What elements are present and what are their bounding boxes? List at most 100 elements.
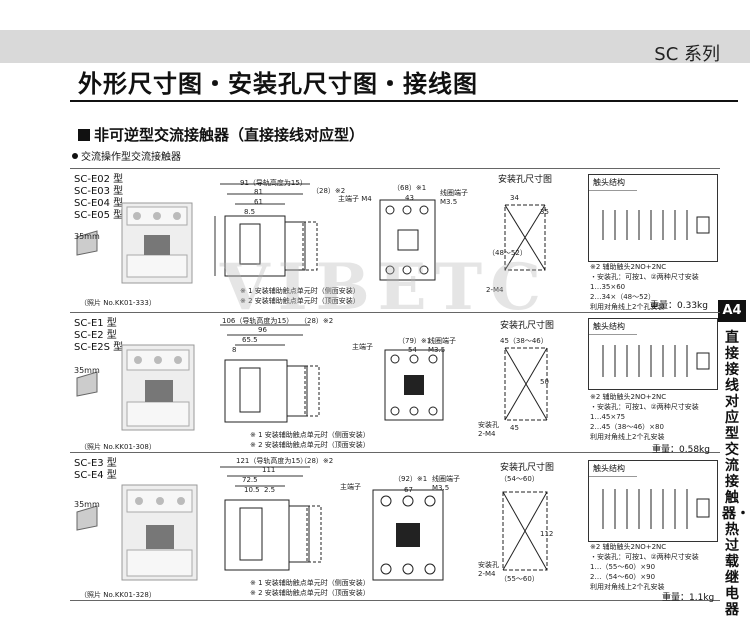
model-name: SC-E04 型 xyxy=(74,198,124,209)
install-item: ・安装孔：可按1、②两种尺寸安装 xyxy=(590,273,699,281)
model-name: SC-E2S 型 xyxy=(74,342,124,353)
dim-label: 2-M4 xyxy=(486,286,504,294)
photo-caption: （照片 No.KK01-308） xyxy=(80,443,156,451)
dim-label: 50 xyxy=(540,378,549,386)
rail-label: 35mm xyxy=(74,366,100,375)
dim-label: 35 xyxy=(540,208,549,216)
row-divider xyxy=(70,452,720,453)
header-band xyxy=(0,30,750,63)
install-item: 1…35×60 xyxy=(590,283,626,291)
page-title: 外形尺寸图・安装孔尺寸图・接线图 xyxy=(78,70,478,98)
dim-label: 121（导轨高度为15） xyxy=(236,457,308,465)
watermark: VIBETC xyxy=(220,250,550,325)
install-item: 2…34×（48～52） xyxy=(590,293,656,301)
dim-label: （92）※1 xyxy=(394,475,428,483)
contact-diagram xyxy=(602,489,710,529)
terminal-label: 主端子 xyxy=(340,483,361,491)
dim-label: 91（导轨高度为15） xyxy=(240,179,307,187)
photo-caption: （照片 No.KK01-328） xyxy=(80,591,156,599)
model-name: SC-E02 型 xyxy=(74,174,124,185)
contact-title: 触头结构 xyxy=(589,175,637,191)
install-item: 2…（54～60）×90 xyxy=(590,573,656,581)
install-notes: ※2 辅助触头2NO+2NC ・安装孔：可按1、②两种尺寸安装 1…45×75 … xyxy=(590,392,699,442)
mounting-hole-drawing xyxy=(504,347,548,421)
mount-title: 安装孔尺寸图 xyxy=(500,463,555,473)
install-item: 利用对角线上2个孔安装 xyxy=(590,433,665,441)
weight-label: 重量：1.1kg xyxy=(662,593,715,603)
front-view-drawing xyxy=(379,199,436,281)
dim-label: 45（38～46） xyxy=(500,337,548,345)
note-item: ※ 2 安装辅助触点单元时（顶面安装） xyxy=(240,297,360,305)
contactor-photo xyxy=(76,202,193,284)
contact-title: 触头结构 xyxy=(589,461,637,477)
section-title: 非可逆型交流接触器（直接接线对应型） xyxy=(78,124,364,145)
contactor-photo xyxy=(76,344,195,431)
contact-note: ※2 辅助触头2NO+2NC xyxy=(590,393,667,401)
model-name: SC-E05 型 xyxy=(74,210,124,221)
contact-diagram xyxy=(602,210,710,240)
note-item: ※ 1 安装辅助触点单元时（侧面安装） xyxy=(240,287,360,295)
install-item: ・安装孔：可按1、②两种尺寸安装 xyxy=(590,403,699,411)
side-view-drawing xyxy=(220,466,322,571)
dim-label: 10.5 xyxy=(244,486,260,494)
install-item: 利用对角线上2个孔安装 xyxy=(590,583,665,591)
model-list: SC-E02 型 SC-E03 型 SC-E04 型 SC-E05 型 xyxy=(74,174,123,222)
note-item: ※ 1 安装辅助触点单元时（侧面安装） xyxy=(250,579,370,587)
dim-label: 106（导轨高度为15） xyxy=(222,317,294,325)
title-divider xyxy=(70,100,738,102)
dim-label: 8.5 xyxy=(244,208,256,216)
model-name: SC-E3 型 xyxy=(74,458,117,469)
section-title-text: 非可逆型交流接触器（直接接线对应型） xyxy=(94,126,365,144)
row-divider xyxy=(70,312,720,313)
contact-structure-box: 触头结构 xyxy=(588,174,718,262)
dim-label: 45 xyxy=(510,424,519,432)
install-item: 1…45×75 xyxy=(590,413,626,421)
dim-label: 安装孔 2-M4 xyxy=(478,421,499,438)
dim-label: 2.5 xyxy=(264,486,276,494)
series-label: SC 系列 xyxy=(654,44,720,65)
install-item: 利用对角线上2个孔安装 xyxy=(590,303,665,311)
dim-label: （79）※1 xyxy=(398,337,432,345)
install-notes: ※2 辅助触头2NO+2NC ・安装孔：可按1、②两种尺寸安装 1…35×60 … xyxy=(590,262,699,312)
photo-caption: （照片 No.KK01-333） xyxy=(80,299,156,307)
contact-note: ※2 辅助触头2NO+2NC xyxy=(590,263,667,271)
side-view-drawing xyxy=(214,183,318,277)
section-tab: A4 xyxy=(718,300,746,322)
coil-label: 线圈端子 M3.5 xyxy=(432,475,460,492)
weight-label: 重量：0.33kg xyxy=(650,301,708,311)
note-item: ※ 1 安装辅助触点单元时（侧面安装） xyxy=(250,431,370,439)
install-item: 1…（55～60）×90 xyxy=(590,563,656,571)
install-item: ・安装孔：可按1、②两种尺寸安装 xyxy=(590,553,699,561)
dim-label: 72.5 xyxy=(242,476,258,484)
sub-title-text: 交流操作型交流接触器 xyxy=(81,152,181,163)
mounting-hole-drawing xyxy=(502,491,548,571)
dim-label: 54 xyxy=(408,346,417,354)
front-view-drawing xyxy=(372,489,444,581)
install-notes: ※2 辅助触头2NO+2NC ・安装孔：可按1、②两种尺寸安装 1…（55～60… xyxy=(590,542,699,592)
contact-title: 触头结构 xyxy=(589,319,637,335)
dim-label: （55～60） xyxy=(500,575,539,583)
side-view-drawing xyxy=(220,324,320,423)
row-divider xyxy=(70,168,720,169)
dim-label: 112 xyxy=(540,530,554,538)
model-name: SC-E2 型 xyxy=(74,330,117,341)
note-item: ※ 2 安装辅助触点单元时（顶面安装） xyxy=(250,441,370,449)
square-bullet-icon xyxy=(78,129,90,141)
dot-bullet-icon xyxy=(72,153,78,159)
dim-label: 67 xyxy=(404,486,413,494)
dim-label: （28）※2 xyxy=(312,187,346,195)
contact-structure-box: 触头结构 xyxy=(588,318,718,390)
mount-title: 安装孔尺寸图 xyxy=(500,321,555,331)
contactor-photo xyxy=(76,484,198,581)
dim-label: 43 xyxy=(405,194,414,202)
weight-label: 重量：0.58kg xyxy=(652,445,710,455)
dim-label: （28）※2 xyxy=(300,317,334,325)
note-item: ※ 2 安装辅助触点单元时（顶面安装） xyxy=(250,589,370,597)
dim-label: 111 xyxy=(262,466,276,474)
rail-label: 35mm xyxy=(74,232,100,241)
sub-title: 交流操作型交流接触器 xyxy=(72,148,181,163)
note-list: ※ 1 安装辅助触点单元时（侧面安装） ※ 2 安装辅助触点单元时（顶面安装） xyxy=(240,286,360,306)
dim-label: （28）※2 xyxy=(300,457,334,465)
mount-title: 安装孔尺寸图 xyxy=(498,175,553,185)
dim-label: 8 xyxy=(232,346,237,354)
